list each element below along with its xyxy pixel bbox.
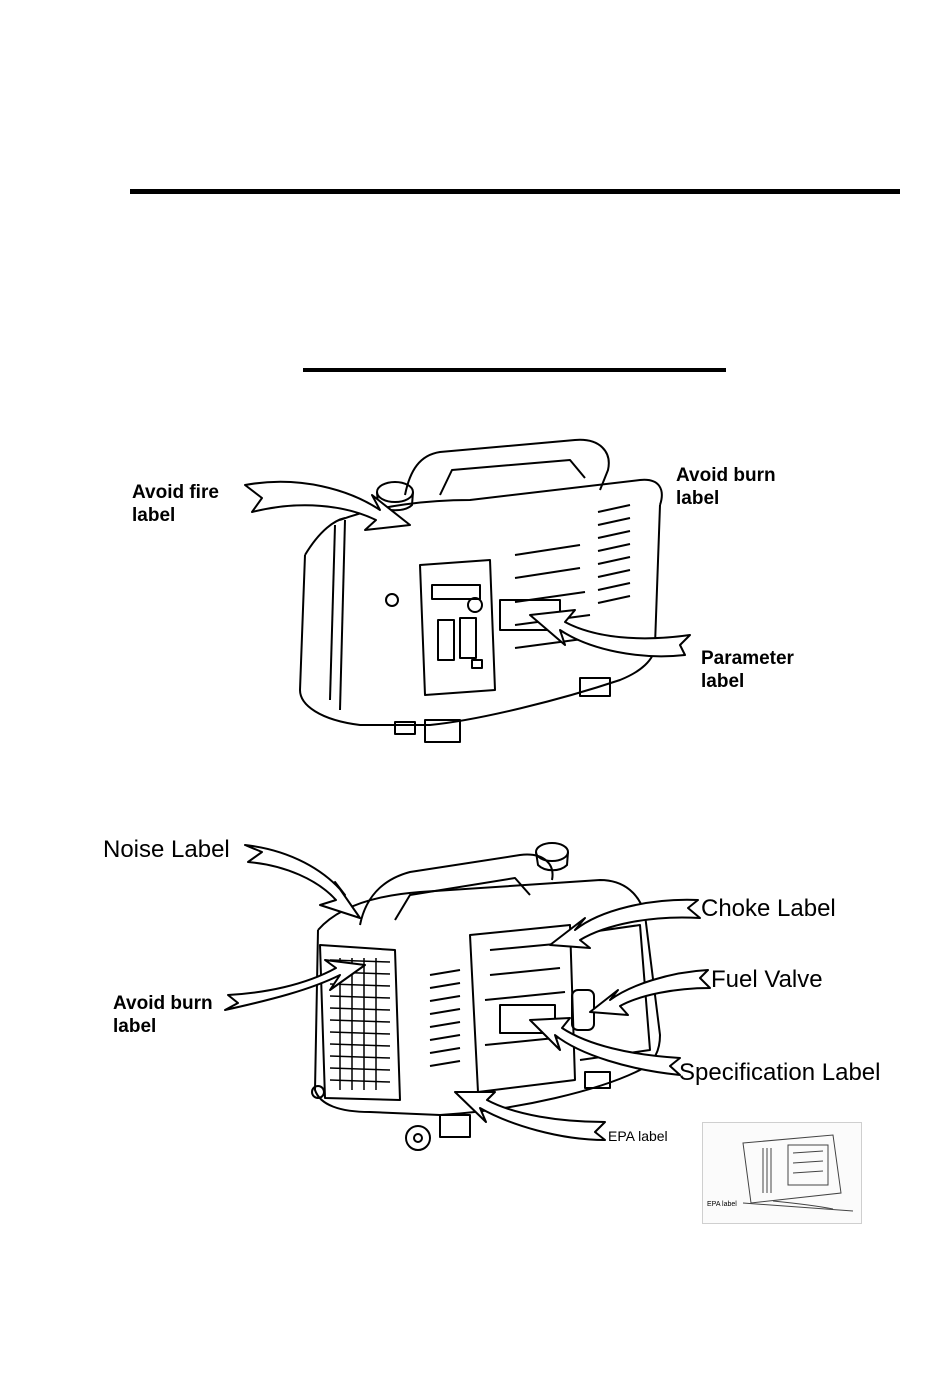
avoid-burn-callout-bottom: Avoid burn label bbox=[113, 992, 213, 1038]
epa-label-callout: EPA label bbox=[608, 1128, 668, 1144]
noise-label-callout: Noise Label bbox=[103, 836, 230, 864]
epa-inset-caption: EPA label bbox=[707, 1201, 737, 1209]
fuel-valve-callout: Fuel Valve bbox=[711, 966, 823, 994]
specification-label-callout: Specification Label bbox=[679, 1059, 880, 1087]
choke-label-callout: Choke Label bbox=[701, 895, 836, 923]
epa-label-inset: EPA label bbox=[702, 1122, 862, 1224]
